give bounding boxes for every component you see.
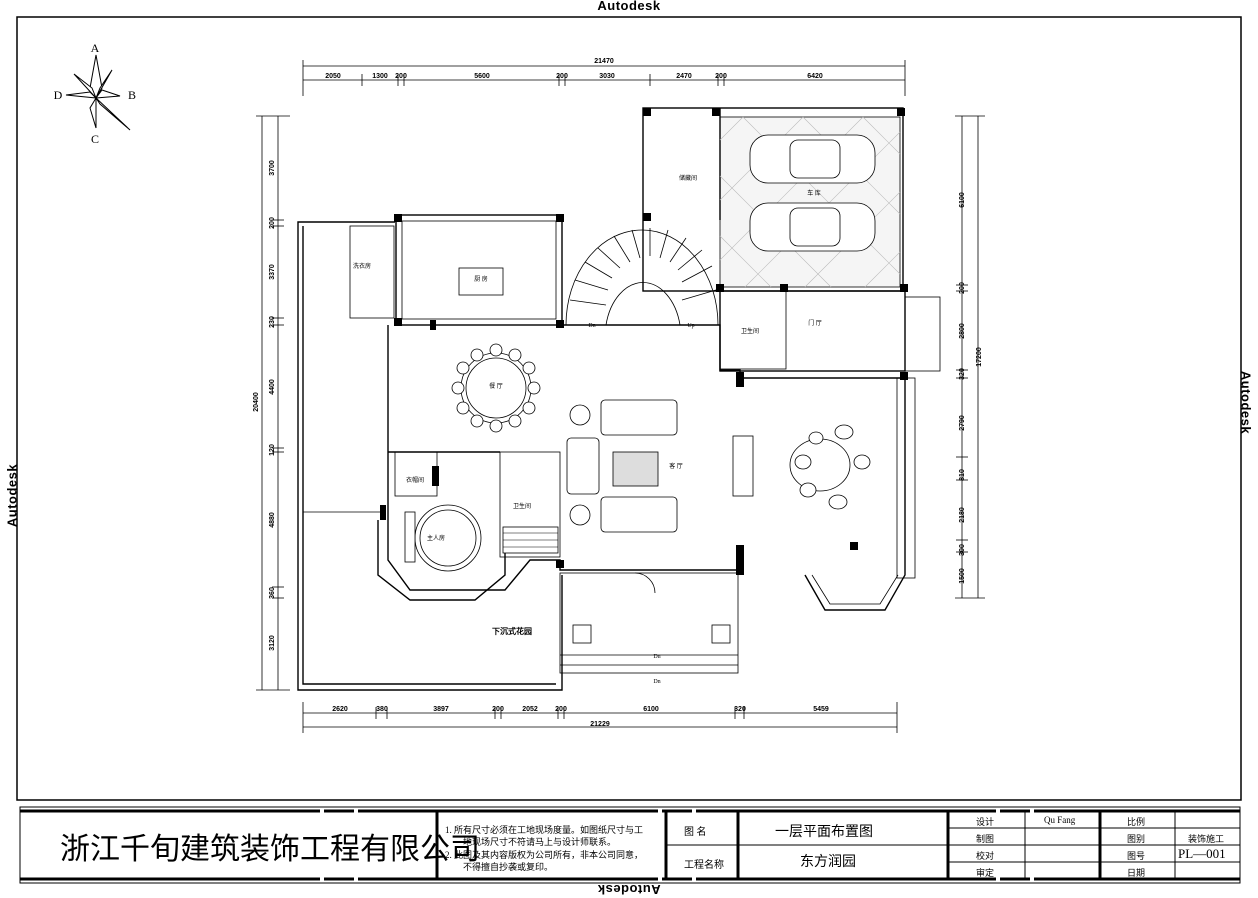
drawing-frame (16, 16, 1242, 801)
label-master-bedroom: 主人房 (427, 534, 445, 542)
note-2b: 不得擅自抄袭或复印。 (463, 862, 554, 872)
dim-top-1: 2050 (325, 73, 341, 80)
dim-bottom-8: 320 (734, 706, 746, 713)
dim-right-8: 300 (959, 544, 966, 556)
dining-table (451, 343, 541, 433)
porch-planters (572, 572, 731, 644)
spiral-stair (565, 228, 719, 326)
dim-top-9: 6420 (807, 73, 823, 80)
check-label: 校对 (976, 851, 995, 861)
dim-left-2: 200 (269, 217, 276, 229)
dim-left-1: 3700 (269, 160, 276, 176)
dim-left-8: 360 (269, 587, 276, 599)
dim-top-5: 200 (556, 73, 568, 80)
dim-left-4: 230 (269, 316, 276, 328)
label-foyer: 门 厅 (808, 319, 822, 327)
kitchen-island (458, 267, 504, 296)
dim-top-7: 2470 (676, 73, 692, 80)
dim-right-9: 1500 (959, 568, 966, 584)
dim-bottom-9: 5459 (813, 706, 829, 713)
dim-bottom-total: 21229 (590, 721, 610, 728)
dim-top-total: 21470 (594, 58, 614, 65)
note-2: 2. 此图及其内容版权为公司所有，非本公司同意， (445, 850, 644, 860)
label-garage: 车 库 (807, 189, 821, 197)
dim-right-2: 200 (959, 282, 966, 294)
compass: A C B D (54, 41, 136, 146)
dim-bottom-3: 3897 (433, 706, 449, 713)
stair-up-label: Up (687, 323, 694, 329)
project-name-label: 工程名称 (684, 860, 724, 871)
dim-right-4: 320 (959, 368, 966, 380)
note-1b: 地现场尺寸不符请马上与设计师联系。 (463, 837, 617, 847)
dim-right-total: 17200 (976, 347, 983, 367)
columns (380, 108, 908, 575)
dimension-lines (256, 60, 985, 733)
cars (749, 134, 876, 252)
category: 装饰施工 (1188, 834, 1225, 844)
label-storage: 储藏间 (679, 174, 697, 182)
label-sunken-garden: 下沉式花园 (492, 626, 532, 636)
label-bathroom-east: 卫生间 (741, 327, 759, 335)
designer: Qu Fang (1044, 815, 1076, 825)
dim-bottom-7: 6100 (643, 706, 659, 713)
project-name: 东方润园 (800, 855, 856, 870)
compass-d: D (54, 88, 63, 102)
drawing-number: PL—001 (1178, 846, 1226, 861)
scale-label: 比例 (1127, 817, 1146, 827)
rockery (789, 424, 871, 510)
dim-bottom-4: 200 (492, 706, 504, 713)
dim-right-7: 2180 (959, 507, 966, 523)
label-cloakroom: 衣帽间 (406, 476, 424, 484)
drawing-name: 一层平面布置图 (775, 825, 873, 840)
label-living: 客 厅 (669, 462, 683, 470)
dim-bottom-1: 2620 (332, 706, 348, 713)
dim-top-8: 200 (715, 73, 727, 80)
dim-left-total: 20400 (253, 392, 260, 412)
dim-left-9: 3120 (269, 635, 276, 651)
title-block-frame (19, 806, 1241, 884)
drafting-label: 制图 (976, 834, 995, 844)
approve-label: 审定 (976, 868, 995, 878)
master-bed (404, 504, 482, 572)
compass-a: A (91, 41, 100, 55)
drawing-name-label: 图 名 (684, 827, 707, 838)
dim-left-6: 120 (269, 444, 276, 456)
dim-top-3: 200 (395, 73, 407, 80)
dim-left-3: 3370 (269, 264, 276, 280)
dim-left-5: 4400 (269, 379, 276, 395)
dim-bottom-5: 2052 (522, 706, 538, 713)
category-label: 图别 (1127, 834, 1146, 844)
date-label: 日期 (1127, 868, 1146, 878)
label-dining: 餐 厅 (489, 382, 503, 390)
company-name: 浙江千旬建筑装饰工程有限公司 (60, 833, 480, 866)
dim-top-2: 1300 (372, 73, 388, 80)
dim-left-7: 4880 (269, 512, 276, 528)
dim-right-6: 810 (959, 469, 966, 481)
note-1: 1. 所有尺寸必须在工地现场度量。如图纸尺寸与工 (445, 825, 644, 835)
label-laundry: 洗衣房 (353, 262, 371, 270)
bath-mat-grid (503, 532, 558, 548)
label-kitchen: 厨 房 (474, 275, 488, 283)
building-walls (297, 107, 941, 691)
porch-dn-label-2: Dn (653, 679, 660, 685)
dim-bottom-6: 200 (555, 706, 567, 713)
compass-b: B (128, 88, 136, 102)
compass-c: C (91, 132, 99, 146)
number-label: 图号 (1127, 851, 1146, 861)
design-label: 设计 (976, 817, 995, 827)
stair-dn-label: Dn (588, 323, 595, 329)
watermark-top: Autodesk (597, 0, 661, 13)
label-bathroom-master: 卫生间 (513, 502, 531, 510)
living-furniture (566, 399, 754, 533)
dim-bottom-2: 380 (376, 706, 388, 713)
dim-right-1: 6100 (959, 192, 966, 208)
dim-right-3: 2800 (959, 323, 966, 339)
dim-right-5: 2790 (959, 415, 966, 431)
porch-dn-label: Dn (653, 654, 660, 660)
dim-top-6: 3030 (599, 73, 615, 80)
dim-top-4: 5600 (474, 73, 490, 80)
